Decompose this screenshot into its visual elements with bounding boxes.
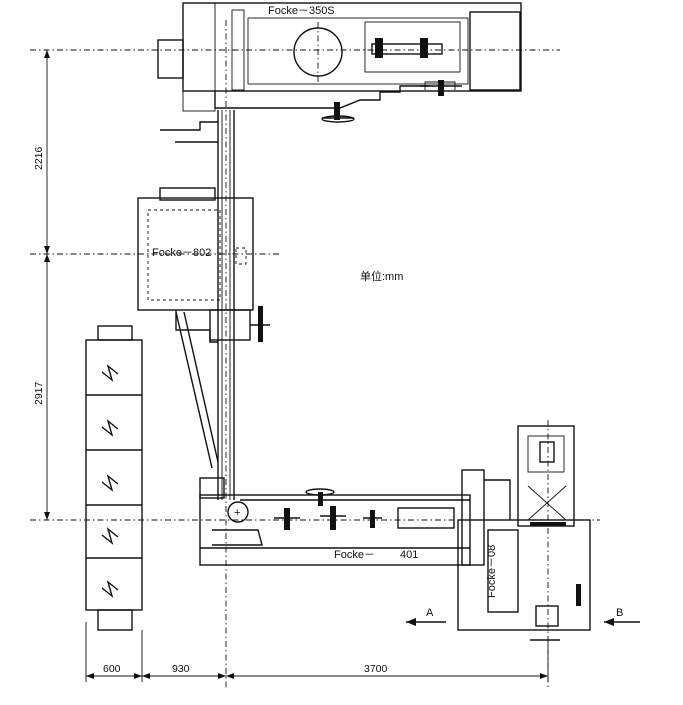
dim-arrow <box>44 254 50 262</box>
dim-arrow <box>44 50 50 58</box>
focke-08-upper-housing <box>517 425 575 527</box>
power-icon <box>101 419 119 437</box>
support-strut-inner <box>183 311 219 463</box>
focke-350s-right-housing <box>469 11 521 91</box>
conveyor-top-bracket <box>160 121 218 131</box>
vertical-conveyor <box>160 110 235 500</box>
machine-focke-08: Focke－08 <box>457 425 591 641</box>
power-icon <box>101 580 119 598</box>
focke-350s-handwheel-rim <box>321 115 355 123</box>
dim-horizontal-3: 3700 <box>364 663 388 675</box>
focke-401-handwheel-stem <box>318 492 323 506</box>
label-focke-08: Focke－08 <box>486 545 498 598</box>
focke-802-inner <box>147 209 221 301</box>
focke-802-body <box>137 197 254 311</box>
focke-401-body <box>199 494 471 566</box>
focke-08-upper-core <box>539 441 555 463</box>
focke-350s-roller-hub <box>438 80 444 96</box>
focke-08-stack-bar <box>530 522 566 526</box>
dim-horizontal-1: 600 <box>103 663 121 675</box>
direction-arrows: A B <box>406 607 640 626</box>
dim-arrow <box>44 512 50 520</box>
focke-350s-gear-box <box>364 21 461 73</box>
focke-08-body <box>457 519 591 631</box>
dim-arrow <box>86 673 94 679</box>
label-focke-401-a: Focke－ <box>334 549 375 561</box>
dim-arrow <box>540 673 548 679</box>
dim-arrow <box>142 673 150 679</box>
focke-08-handle <box>576 584 581 606</box>
power-icon <box>101 364 119 382</box>
focke-350s-left-block <box>157 39 184 79</box>
vertical-dimensions: 2216 2917 <box>33 50 50 520</box>
support-strut-outer <box>175 311 213 469</box>
centerlines <box>30 20 600 690</box>
focke-802-handwheel <box>258 306 263 342</box>
dim-horizontal-2: 930 <box>172 663 190 675</box>
power-icon <box>101 474 119 492</box>
focke-401-transfer-box <box>397 507 455 529</box>
focke-350s-gear-rail <box>371 43 443 55</box>
dim-vertical-lower: 2917 <box>33 381 45 405</box>
focke-08-base-block <box>535 605 559 627</box>
label-direction-a: A <box>426 607 434 619</box>
dim-arrow <box>218 673 226 679</box>
focke-401-drive-wheel <box>227 501 249 523</box>
focke-350s-gear-left <box>375 38 383 58</box>
power-icon <box>101 527 119 545</box>
stacked-units-top-cap <box>97 325 133 341</box>
focke-350s-left-housing <box>182 2 216 112</box>
label-focke-802: Focke－802 <box>152 247 211 259</box>
focke-401-roller-3 <box>370 510 375 528</box>
machine-focke-350s: Focke－350S <box>157 2 522 123</box>
focke-350s-base-outline <box>214 85 430 109</box>
focke-350s-inner-frame <box>247 17 469 85</box>
arrow-b-head <box>604 618 614 626</box>
focke-350s-handwheel-stem <box>334 102 340 120</box>
focke-802-sensor <box>235 247 247 265</box>
stacked-units <box>85 325 143 631</box>
focke-350s-column <box>231 9 245 91</box>
dim-arrow <box>134 673 142 679</box>
dim-vertical-upper: 2216 <box>33 146 45 170</box>
unit-note: 单位:mm <box>360 269 403 283</box>
label-focke-401-b: 401 <box>400 549 418 561</box>
dim-arrow <box>226 673 234 679</box>
focke-350s-gear-right <box>420 38 428 58</box>
dim-arrow <box>44 246 50 254</box>
machine-focke-401: + Focke－ 401 <box>199 469 511 566</box>
focke-401-left-block <box>199 477 225 499</box>
label-direction-b: B <box>616 607 623 619</box>
focke-401-link <box>484 479 511 520</box>
focke-08-cross-2 <box>527 485 567 521</box>
focke-401-handwheel <box>305 488 335 496</box>
focke-08-upper-panel <box>527 435 565 473</box>
plus-icon: + <box>234 507 240 519</box>
focke-401-roller-1 <box>284 508 290 530</box>
diagonal-support <box>175 311 219 469</box>
stacked-units-frame <box>85 339 143 611</box>
focke-401-roller-2 <box>330 506 336 530</box>
arrow-a-head <box>406 618 416 626</box>
horizontal-dimensions: 600 930 3700 <box>85 622 549 682</box>
stacked-units-bottom-cap <box>97 609 133 631</box>
machine-focke-802: Focke－802 <box>137 187 270 343</box>
focke-802-top-cap <box>159 187 216 201</box>
focke-08-label-panel <box>487 529 519 613</box>
label-focke-350s: Focke－350S <box>268 5 335 17</box>
focke-401-end-block <box>461 469 485 566</box>
focke-401-wedge <box>212 529 263 546</box>
